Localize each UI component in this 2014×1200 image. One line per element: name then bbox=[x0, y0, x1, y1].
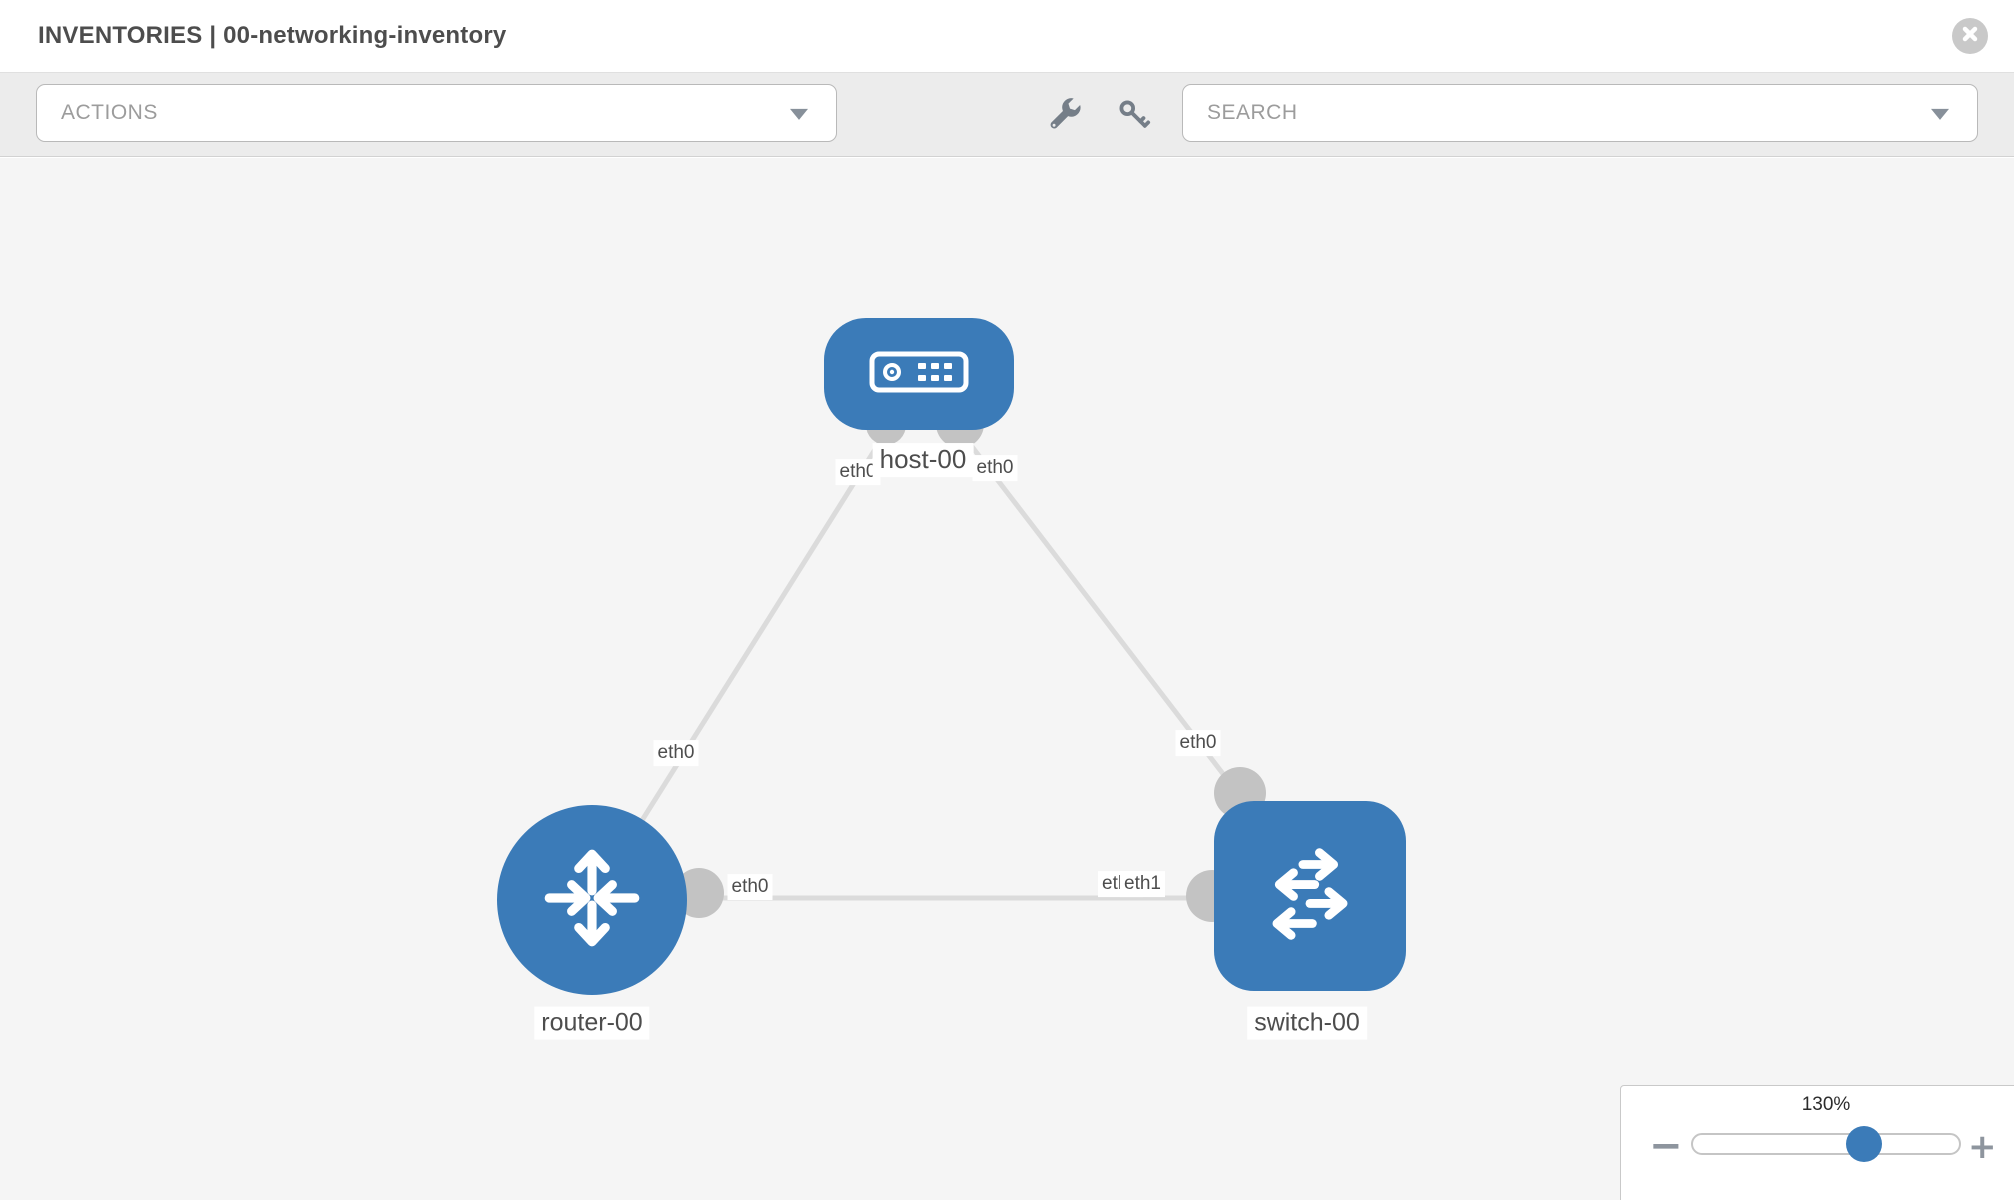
close-icon bbox=[1960, 24, 1980, 49]
zoom-in-button[interactable]: + bbox=[1968, 1127, 1997, 1167]
wrench-icon bbox=[1048, 97, 1084, 138]
node-label-router-00: router-00 bbox=[534, 1006, 650, 1040]
router-icon bbox=[536, 842, 648, 959]
node-label-switch-00: switch-00 bbox=[1247, 1006, 1367, 1040]
iface-label-host-router-mid: eth0 bbox=[653, 740, 699, 766]
zoom-level-value: 130% bbox=[1801, 1094, 1851, 1115]
key-tool-button[interactable] bbox=[1114, 97, 1154, 137]
toolbar: ACTIONS SEARCH bbox=[0, 72, 2014, 157]
page-title: INVENTORIES | 00-networking-inventory bbox=[38, 22, 507, 49]
zoom-slider-thumb[interactable] bbox=[1846, 1126, 1882, 1162]
close-button[interactable] bbox=[1952, 18, 1988, 54]
chevron-down-icon bbox=[1931, 108, 1949, 120]
actions-dropdown-label: ACTIONS bbox=[61, 101, 158, 124]
zoom-control-panel: 130% − + bbox=[1620, 1085, 2014, 1200]
node-host-00[interactable] bbox=[824, 318, 1014, 430]
iface-label-host-switch-mid: eth0 bbox=[1175, 730, 1221, 756]
topology-canvas[interactable]: eth0 eth0 eth0 eth0 eth0 eth0 eth1 host-… bbox=[0, 158, 2014, 1200]
iface-label-host-right: eth0 bbox=[972, 455, 1018, 481]
host-icon bbox=[869, 351, 969, 398]
search-dropdown-label: SEARCH bbox=[1207, 101, 1298, 124]
chevron-down-icon bbox=[790, 108, 808, 120]
node-label-host-00: host-00 bbox=[872, 443, 974, 477]
wrench-tool-button[interactable] bbox=[1046, 97, 1086, 137]
zoom-slider-track[interactable] bbox=[1691, 1133, 1961, 1155]
header: INVENTORIES | 00-networking-inventory bbox=[0, 0, 2014, 72]
iface-label-router-side: eth0 bbox=[727, 874, 773, 900]
zoom-out-button[interactable]: − bbox=[1649, 1123, 1683, 1169]
key-icon bbox=[1116, 97, 1152, 138]
search-dropdown[interactable]: SEARCH bbox=[1182, 84, 1978, 142]
iface-label-switch-side-front: eth1 bbox=[1120, 871, 1165, 897]
switch-icon bbox=[1251, 835, 1369, 958]
node-router-00[interactable] bbox=[497, 805, 687, 995]
node-switch-00[interactable] bbox=[1214, 801, 1406, 991]
links-layer bbox=[589, 400, 1266, 922]
actions-dropdown[interactable]: ACTIONS bbox=[36, 84, 837, 142]
